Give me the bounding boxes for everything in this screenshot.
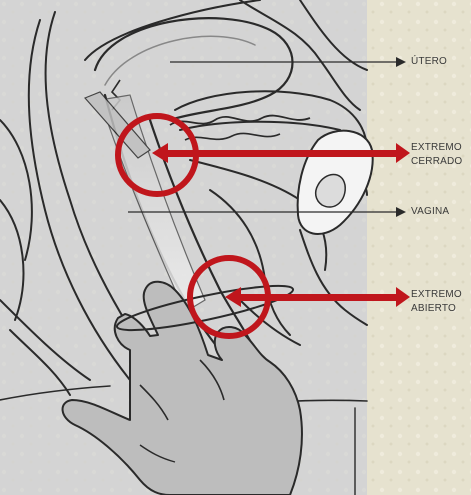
open-end-label-line2: ABIERTO <box>411 303 456 315</box>
closed-end-label-line2: CERRADO <box>411 156 462 168</box>
uterus-label: ÚTERO <box>411 56 447 68</box>
vagina-label: VAGINA <box>411 206 449 218</box>
closed-end-label-line1: EXTREMO <box>411 142 462 154</box>
open-end-label-line1: EXTREMO <box>411 289 462 301</box>
